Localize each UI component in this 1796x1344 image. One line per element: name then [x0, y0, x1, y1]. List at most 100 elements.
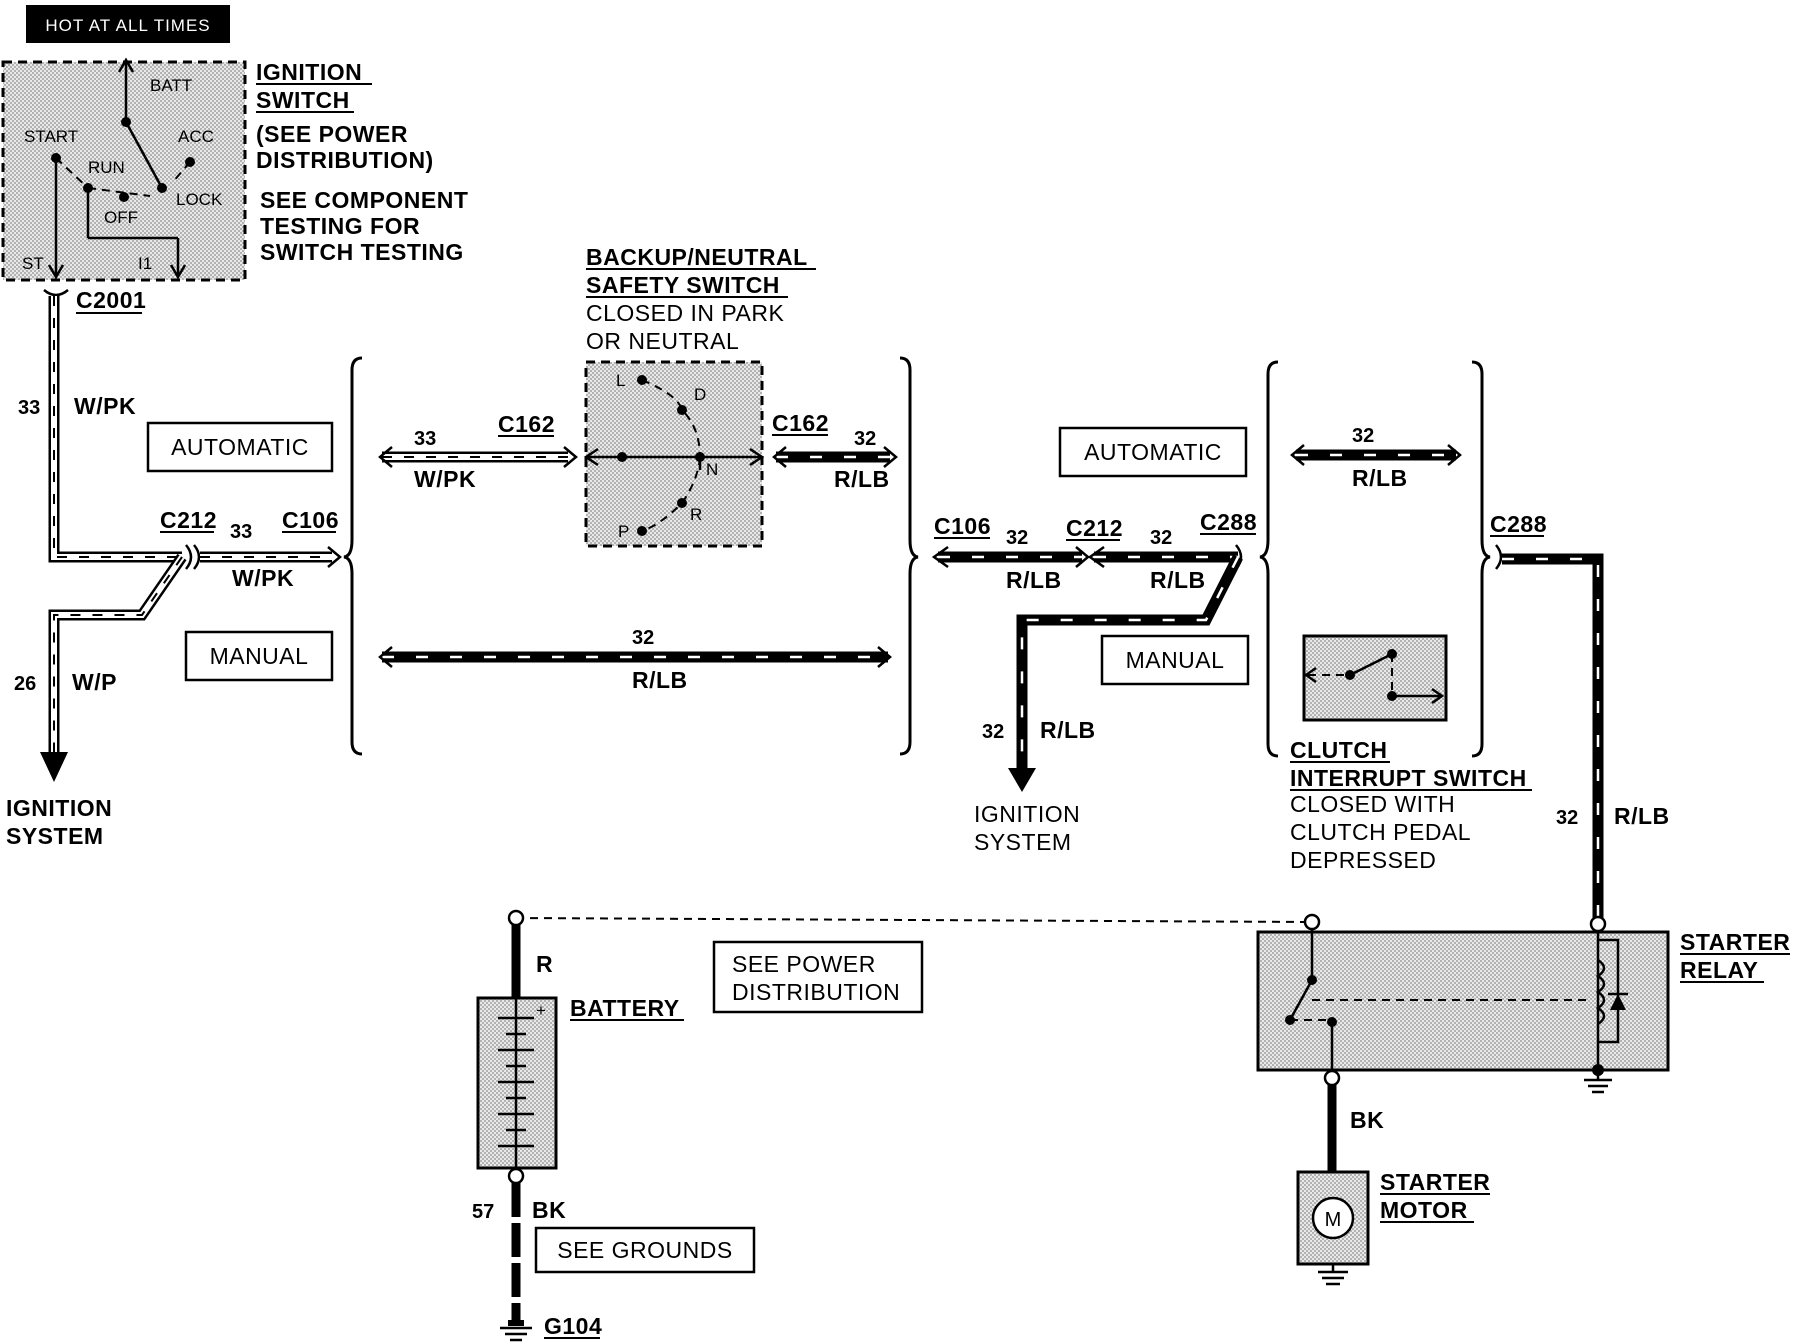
see-grounds-label: SEE GROUNDS	[557, 1237, 732, 1263]
clutch-interrupt-switch	[1302, 634, 1448, 722]
clutch-switch-note-1: CLOSED WITH	[1290, 791, 1455, 817]
wire-57-num: 57	[472, 1201, 494, 1223]
off-label: OFF	[104, 208, 138, 227]
starter-relay	[1256, 913, 1670, 1094]
battery-relay-dashed-link	[515, 917, 1311, 923]
c106-left-label: C106	[282, 507, 339, 533]
pos-d-label: D	[694, 385, 706, 404]
clutch-switch-box	[1302, 634, 1448, 722]
wire-32-rlb-auto-right	[1290, 444, 1462, 466]
automatic-left-label: AUTOMATIC	[171, 434, 309, 460]
ignition-system-mid-2: SYSTEM	[974, 829, 1072, 855]
wire-26-num: 26	[14, 673, 36, 695]
c288-right-label: C288	[1490, 511, 1547, 537]
see-power-label-2: DISTRIBUTION	[732, 979, 900, 1005]
wire-33-num: 33	[18, 397, 40, 419]
wire-33-wpk-left	[40, 296, 187, 782]
switch-testing-3: SWITCH TESTING	[260, 239, 464, 265]
ignition-system-left-1: IGNITION	[6, 795, 112, 821]
ignition-switch-blade	[124, 121, 164, 189]
ignition-switch-note-1: (SEE POWER	[256, 121, 408, 147]
wire-32-rlb-c162	[772, 446, 898, 468]
wire-33-wpk-c106	[200, 546, 342, 568]
ignition-system-mid-1: IGNITION	[974, 801, 1080, 827]
ignition-switch: BATT START ACC RUN OFF LOCK ST I1	[1, 57, 247, 282]
backup-switch-box	[584, 360, 764, 548]
acc-label: ACC	[178, 127, 214, 146]
see-grounds-box	[534, 1226, 756, 1274]
wire-32-c212-color: R/LB	[1150, 567, 1206, 593]
acc-dashed-path	[171, 161, 191, 184]
wire-r-color: R	[536, 951, 553, 977]
off-contact-dot	[119, 192, 129, 202]
wire-32-manual-color: R/LB	[632, 667, 688, 693]
wire-33-wpk-c162	[378, 446, 578, 468]
c212-right-label: C212	[1066, 515, 1123, 541]
wire-32-rlb-ignition	[1008, 554, 1243, 792]
wire-32-ign-num: 32	[982, 721, 1004, 743]
right-option-brace-right	[1471, 360, 1491, 758]
start-run-dashed-path	[55, 157, 89, 189]
starter-motor: M	[1296, 1170, 1370, 1286]
wire-32-c212-num: 32	[1150, 527, 1172, 549]
lock-contact-dot	[157, 183, 167, 193]
backup-neutral-switch: L D N R P	[583, 360, 765, 548]
clutch-switch-note-2: CLUTCH PEDAL	[1290, 819, 1471, 845]
motor-symbol: M	[1325, 1209, 1342, 1231]
wire-32-relay-color: R/LB	[1614, 803, 1670, 829]
wire-33-c106-color: W/PK	[232, 565, 294, 591]
c288-left-label: C288	[1200, 509, 1257, 535]
c2001-connector-icon	[43, 289, 69, 297]
batt-label: BATT	[150, 76, 192, 95]
wire-32-ign-color: R/LB	[1040, 717, 1096, 743]
motor-icon	[1311, 1196, 1355, 1240]
ignition-switch-note-2: DISTRIBUTION)	[256, 147, 434, 173]
wire-57-color: BK	[532, 1197, 566, 1223]
right-option-brace-left	[1259, 360, 1279, 758]
relay-diode-icon	[1610, 994, 1626, 1010]
start-label: START	[24, 127, 78, 146]
switch-testing-1: SEE COMPONENT	[260, 187, 468, 213]
battery-minus-sign: -	[526, 1135, 532, 1154]
wire-bk-relay-motor-color: BK	[1350, 1107, 1384, 1133]
wire-32-c162-num: 32	[854, 428, 876, 450]
pos-l-label: L	[616, 371, 625, 390]
middle-option-brace	[899, 356, 919, 756]
battery-label: BATTERY	[570, 995, 680, 1021]
clutch-switch-note-3: DEPRESSED	[1290, 847, 1436, 873]
battery: + -	[476, 909, 558, 1342]
wire-32-c106-color: R/LB	[1006, 567, 1062, 593]
starter-relay-title-2: RELAY	[1680, 957, 1758, 983]
ignition-switch-box	[1, 60, 247, 282]
wire-32-auto-right-color: R/LB	[1352, 465, 1408, 491]
run-off-dashed-path	[87, 187, 151, 197]
c106-right-label: C106	[934, 513, 991, 539]
wire-32-auto-right-num: 32	[1352, 425, 1374, 447]
ignition-switch-title-1: IGNITION	[256, 59, 362, 85]
svg-text:HOT AT ALL TIMES: HOT AT ALL TIMES	[45, 16, 210, 35]
pos-n-label: N	[706, 460, 718, 479]
wire-33-c162-num: 33	[414, 428, 436, 450]
clutch-switch-title-1: CLUTCH	[1290, 737, 1388, 763]
starter-relay-title-1: STARTER	[1680, 929, 1790, 955]
c162-left-label: C162	[498, 411, 555, 437]
manual-left-box	[184, 630, 334, 682]
manual-right-box	[1100, 634, 1250, 686]
left-option-brace	[343, 356, 363, 756]
ignition-system-mid-arrow-icon	[1008, 768, 1036, 792]
backup-switch-title-1: BACKUP/NEUTRAL	[586, 244, 808, 270]
i1-label: I1	[138, 254, 152, 273]
wire-33-c162-color: W/PK	[414, 466, 476, 492]
ignition-system-arrow-icon	[40, 752, 68, 782]
st-arrow-icon	[47, 264, 65, 280]
c212-left-connector-icon	[185, 544, 193, 570]
wire-32-rlb-c106-c212	[931, 544, 1243, 570]
pos-r-label: R	[690, 505, 702, 524]
manual-left-label: MANUAL	[210, 643, 309, 669]
wire-32-c106-num: 32	[1006, 527, 1028, 549]
hot-at-all-times-banner: HOT AT ALL TIMES	[26, 5, 230, 43]
backup-switch-note-1: CLOSED IN PARK	[586, 300, 784, 326]
starter-motor-title-2: MOTOR	[1380, 1197, 1468, 1223]
lock-label: LOCK	[176, 190, 223, 209]
